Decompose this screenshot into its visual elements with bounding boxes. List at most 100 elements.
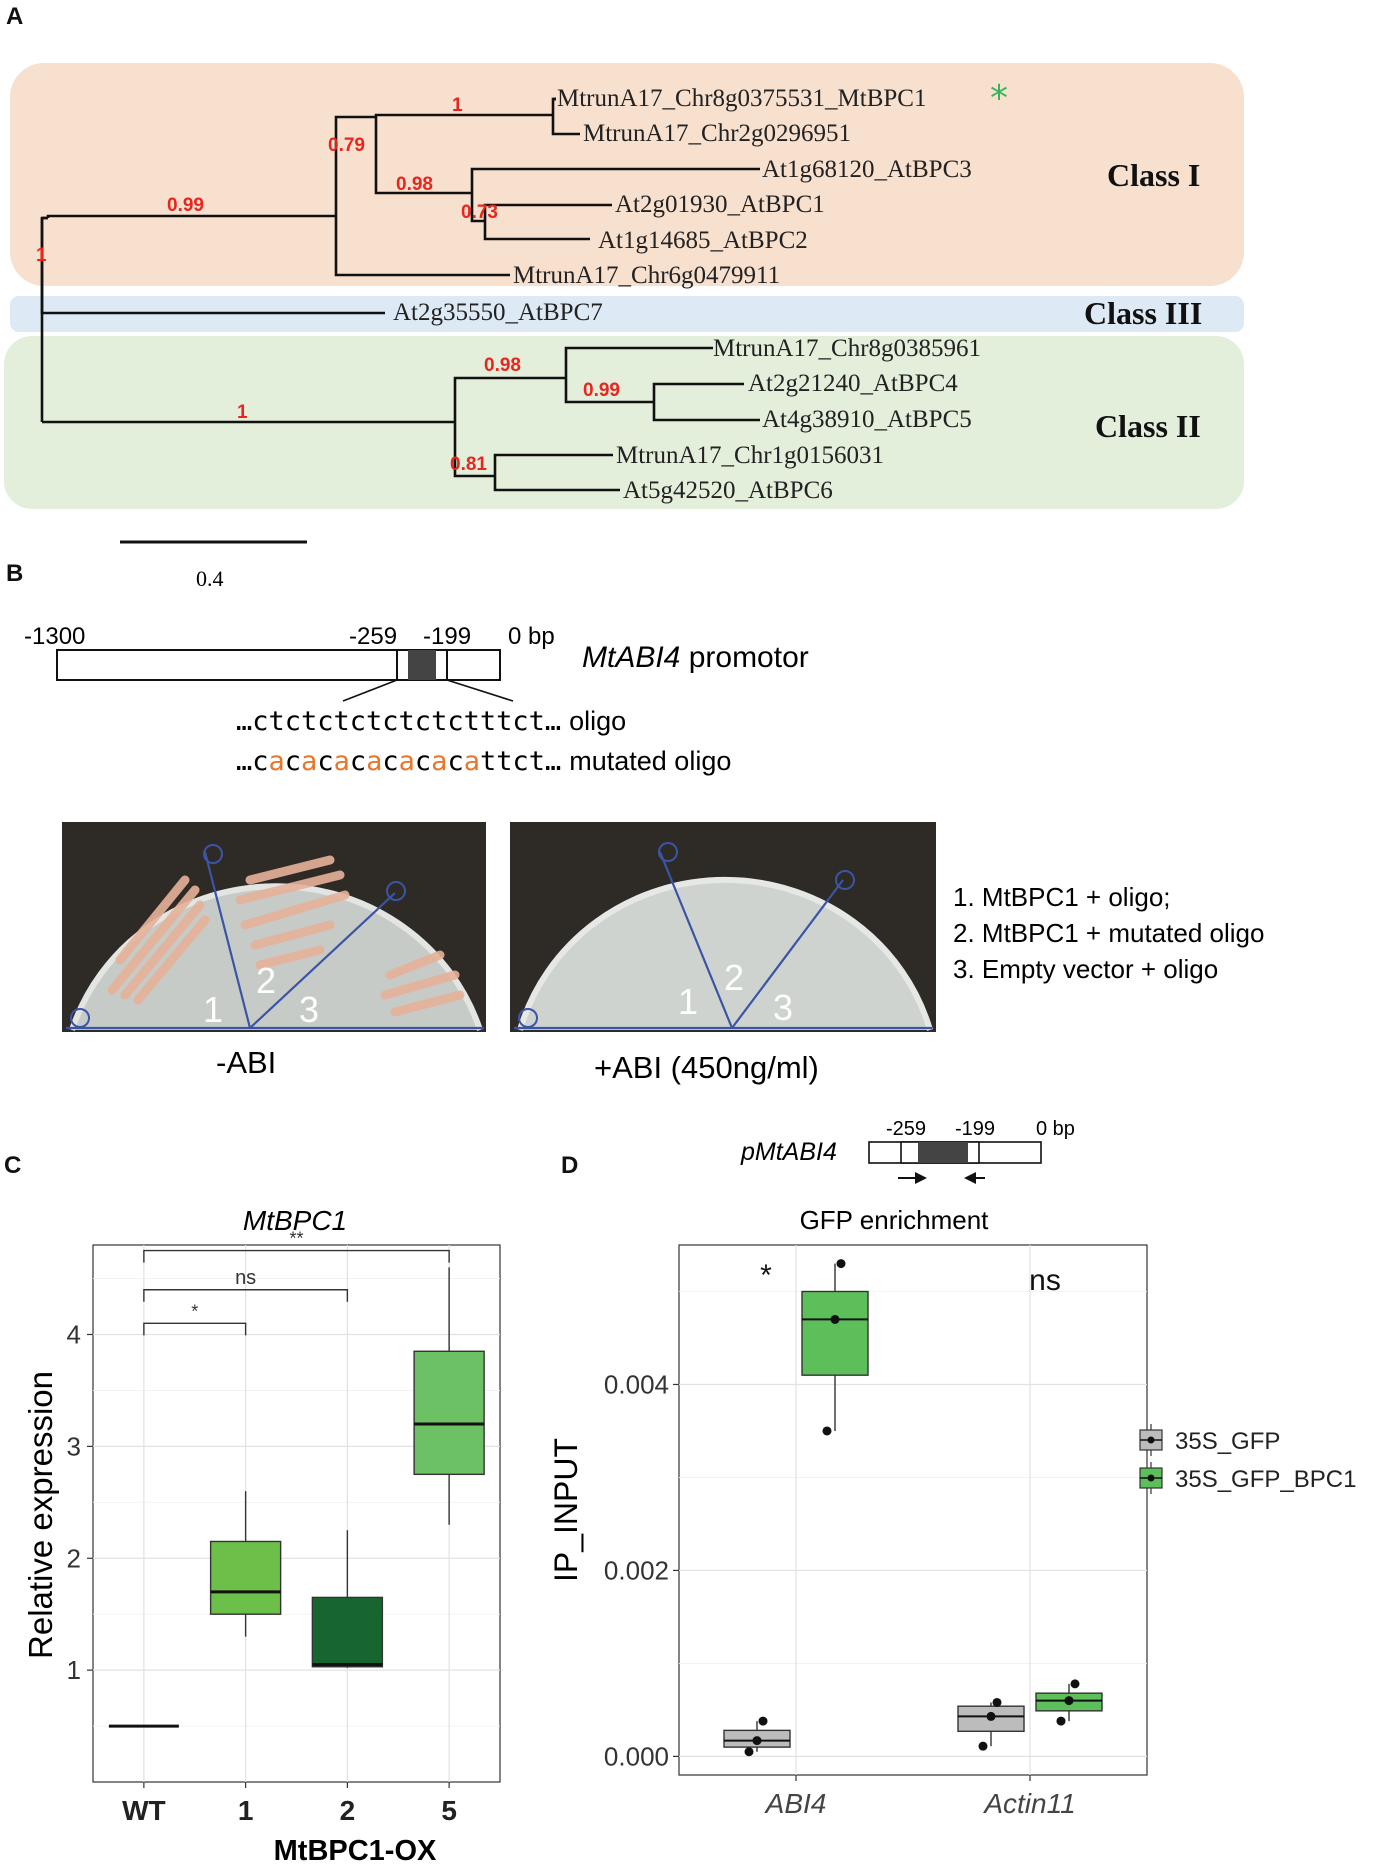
chart-c-title: MtBPC1 (243, 1205, 347, 1236)
chart-d-ylabel: IP_INPUT (548, 1438, 584, 1582)
data-point (836, 1259, 846, 1269)
bracket-line (143, 1249, 450, 1263)
legend-item: 35S_GFP_BPC1 (1139, 1462, 1356, 1494)
box-body (209, 1540, 282, 1615)
promoter-tick: -259 (349, 623, 397, 650)
sequence-letter: a (464, 746, 480, 777)
legend-point (1147, 1436, 1155, 1444)
class-i-label: Class I (1107, 157, 1200, 193)
bootstrap-value: 1 (36, 245, 47, 266)
sector-line (731, 879, 844, 1029)
oligo-sequence: …ctctctctctctcttt­ct…oligo (236, 706, 626, 737)
schematic-name: pMtABI4 (740, 1138, 837, 1166)
sector-number: 2 (256, 960, 276, 1001)
binding-region (408, 650, 436, 680)
box-35S_GFP-Actin11 (957, 1697, 1025, 1751)
leaf: At2g21240_AtBPC4 (748, 370, 958, 397)
promoter-name: MtABI4 (582, 641, 680, 674)
leaf: At4g38910_AtBPC5 (762, 406, 972, 433)
phylogenetic-tree (40, 97, 760, 492)
leaf: MtrunA17_Chr6g0479911 (513, 262, 780, 289)
promoter-tick: -1300 (24, 623, 85, 650)
promoter-title: MtABI4 promotor (582, 641, 809, 674)
chart-d-boxes (723, 1259, 1103, 1757)
plate-agar (520, 879, 930, 1030)
significance-label: ns (235, 1267, 256, 1289)
bootstrap-value: 0.98 (396, 174, 433, 195)
data-point (744, 1747, 754, 1757)
bootstrap-value: 0.79 (328, 135, 365, 156)
y-tick-label: 4 (67, 1320, 81, 1350)
panel-d-label: D (561, 1152, 578, 1179)
panel-b: B -1300 -259 -199 0 bp MtABI4 promotor …… (6, 560, 1264, 1085)
class-iii-region (10, 296, 1244, 332)
x-tick-label: 1 (238, 1795, 254, 1826)
data-point (1064, 1696, 1074, 1706)
sector-number: 3 (773, 987, 793, 1028)
sector-line (658, 851, 734, 1029)
sector-number: 1 (678, 981, 698, 1022)
significance-label: * (191, 1301, 198, 1321)
box-35S_GFP_BPC1-ABI4 (801, 1259, 869, 1436)
x-tick-label: 5 (441, 1795, 457, 1826)
sector-line (249, 892, 396, 1029)
box-body (413, 1350, 485, 1476)
box-body (801, 1290, 869, 1376)
legend-point (1147, 1474, 1155, 1482)
sequence-letter: c (382, 746, 398, 777)
box-35S_GFP_BPC1-Actin11 (1035, 1679, 1103, 1726)
zoom-line-left (342, 679, 398, 702)
bracket-line (143, 1322, 247, 1336)
plate-mark (70, 1008, 90, 1028)
significance-bracket: ** (143, 1229, 450, 1263)
sequence-letter: a (399, 746, 415, 777)
leaf: MtrunA17_Chr2g0296951 (583, 120, 851, 147)
bootstrap-value: 1 (452, 95, 463, 116)
y-tick-label: 2 (67, 1543, 81, 1573)
sequence-letter: c (285, 746, 301, 777)
mutated-seq-core: acacacacacaca (269, 746, 480, 777)
plate-mark (658, 842, 678, 862)
sequence-letter: c (317, 746, 333, 777)
significance-bracket: * (143, 1301, 247, 1336)
schematic-tick: 0 bp (1036, 1118, 1075, 1140)
box-1 (209, 1491, 282, 1637)
box-2 (311, 1530, 384, 1668)
panel-a: A (4, 3, 1244, 591)
data-point (822, 1426, 832, 1436)
box-35S_GFP-ABI4 (723, 1716, 791, 1757)
x-tick-label: Actin11 (982, 1788, 1075, 1819)
sequence-letter: a (334, 746, 350, 777)
data-point (758, 1716, 768, 1726)
mutated-oligo-label: mutated oligo (569, 746, 731, 776)
sequence-letter: a (366, 746, 382, 777)
leaf: At2g35550_AtBPC7 (393, 299, 603, 326)
plate-legend-item: 3. Empty vector + oligo (953, 954, 1218, 984)
zoom-line-right (446, 679, 514, 702)
sequence-letter: c (415, 746, 431, 777)
chart-c-plot-area (92, 1244, 501, 1783)
panel-d: D pMtABI4 -259 -199 0 bp GFP enrichment … (548, 1118, 1356, 1819)
data-point (1070, 1679, 1080, 1689)
bracket-line (143, 1289, 349, 1302)
legend-label: 35S_GFP_BPC1 (1175, 1466, 1356, 1493)
x-tick-label: WT (122, 1795, 166, 1826)
data-point (978, 1741, 988, 1751)
oligo-seq: …ctctctctctctcttt­ct… (236, 706, 561, 737)
significance-label: ns (1029, 1264, 1061, 1297)
plate-minus-abi: 1 2 3 (62, 822, 486, 1032)
class-i-region (10, 63, 1244, 286)
panel-a-label: A (6, 3, 23, 30)
x-tick-label: 2 (340, 1795, 356, 1826)
colony-streaks (107, 855, 465, 1017)
schematic-tick: -259 (886, 1118, 926, 1140)
y-tick-label: 1 (67, 1655, 81, 1685)
bootstrap-value: 0.99 (167, 195, 204, 216)
sector-number: 2 (724, 957, 744, 998)
box-body (311, 1596, 384, 1668)
plate-caption: -ABI (216, 1045, 276, 1080)
chart-c-xlabel: MtBPC1-OX (274, 1835, 437, 1864)
